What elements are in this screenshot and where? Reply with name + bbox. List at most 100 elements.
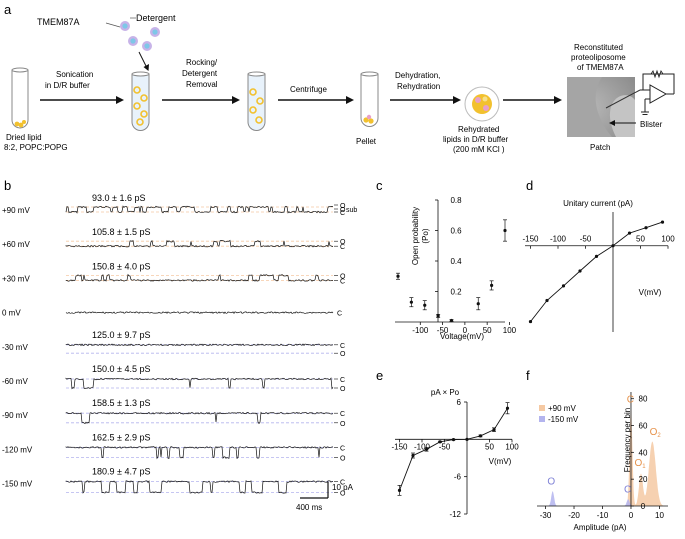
trace-level-label: O (340, 456, 346, 463)
d-xtick-label: 100 (661, 235, 675, 244)
trace-line (65, 343, 333, 347)
d-point (611, 244, 615, 248)
trace-line (65, 205, 334, 214)
e-point (451, 438, 456, 442)
trace-line (65, 445, 334, 460)
trace-conductance-label: 180.9 ± 4.7 pS (92, 467, 150, 477)
panel-b-label: b (4, 178, 11, 193)
e-ytick-label: -12 (449, 510, 461, 519)
e-title: pA × Po (431, 388, 460, 397)
trace-level-label: O (340, 207, 346, 214)
trace-conductance-label: 150.8 ± 4.0 pS (92, 261, 150, 271)
micelle-3-icon (128, 36, 138, 46)
recon-line2: proteoliposome (571, 53, 626, 62)
trace-conductance-label: 105.8 ± 1.5 pS (92, 227, 150, 237)
d-title: Unitary current (pA) (563, 199, 633, 208)
f-xtick-label: 10 (655, 511, 664, 520)
micelle-1-icon (120, 21, 130, 31)
c-xtick-label: 0 (463, 326, 468, 335)
e-point (505, 406, 510, 410)
trace-voltage-label: +60 mV (2, 240, 30, 249)
trace-line (65, 311, 334, 315)
amplifier-icon (640, 69, 675, 115)
trace-voltage-label: +90 mV (2, 206, 30, 215)
patch-micrograph (567, 77, 641, 137)
trace-sub-label: sub (346, 207, 357, 214)
d-xtick-label: -50 (580, 235, 592, 244)
d-xtick-label: -100 (550, 235, 567, 244)
trace-voltage-label: 0 mV (2, 309, 21, 318)
legend-swatch-orange (539, 405, 545, 411)
trace-level-label: O (340, 490, 346, 497)
trace-conductance-label: 150.0 ± 4.5 pS (92, 364, 150, 374)
d-xlabel: V(mV) (639, 288, 662, 297)
scale-time-label: 400 ms (296, 503, 322, 512)
d-point (528, 319, 533, 324)
e-point (478, 434, 483, 438)
trace-line (65, 411, 334, 425)
trace-voltage-label: -150 mV (2, 480, 33, 489)
droplet-icon (464, 86, 500, 122)
c-point (476, 302, 480, 306)
step-centrifuge: Centrifuge (290, 85, 327, 94)
trace-voltage-label: -120 mV (2, 445, 33, 454)
recon-line3: of TMEM87A (577, 63, 624, 72)
e-xtick-label: -50 (439, 442, 451, 451)
c-point (396, 274, 400, 278)
arrow-right-icon (232, 96, 240, 104)
micelle-2-icon (150, 27, 160, 37)
trace-level-label: C (340, 411, 345, 418)
step-dehydration-line2: Rehydration (397, 82, 440, 91)
tube-proteoliposome-icon (247, 71, 266, 131)
e-point (438, 440, 442, 444)
step-rocking-line3: Removal (186, 80, 218, 89)
e-xtick-label: 100 (505, 442, 519, 451)
d-point (627, 231, 632, 235)
f-peak-label: O1 (635, 458, 647, 470)
d-point (660, 220, 665, 224)
f-xlabel: Amplitude (pA) (574, 523, 627, 532)
trace-level-label: O (340, 273, 346, 280)
f-ytick-label: 20 (639, 475, 648, 484)
panel-d-label: d (526, 178, 533, 193)
c-ylabel-line2: (Po) (421, 228, 430, 243)
trace-conductance-label: 162.5 ± 2.9 pS (92, 432, 150, 442)
c-ytick-label: 0.8 (450, 196, 462, 205)
f-xtick-label: -30 (540, 511, 552, 520)
panel-f-label: f (526, 368, 530, 383)
trace-line (65, 239, 334, 248)
panel-a-label: a (4, 2, 12, 17)
e-xlabel: V(mV) (489, 457, 512, 466)
micelle-4-icon (142, 41, 152, 51)
f-xtick-label: -10 (597, 511, 609, 520)
rehydrated-line2: lipids in D/R buffer (443, 135, 509, 144)
trace-level-label: O (340, 386, 346, 393)
d-xtick-label: 50 (636, 235, 645, 244)
d-point (644, 226, 648, 230)
c-xtick-label: -50 (437, 326, 449, 335)
scale-current-label: 10 pA (332, 483, 354, 492)
protein-cartoon: TMEM87A Detergent (37, 13, 176, 71)
e-point (424, 447, 429, 451)
c-point (423, 303, 427, 307)
legend-label-1: +90 mV (548, 404, 576, 413)
panel-c-label: c (376, 178, 383, 193)
trace-voltage-label: -30 mV (2, 343, 28, 352)
c-xtick-label: 50 (483, 326, 492, 335)
e-ytick-label: 6 (457, 398, 462, 407)
detergent-label: Detergent (136, 13, 176, 23)
d-point (561, 284, 566, 288)
panel-e-label: e (376, 368, 383, 383)
step-sonication-line2: in D/R buffer (45, 81, 90, 90)
arrow-right-icon (116, 96, 124, 104)
c-point (490, 283, 494, 287)
trace-level-label: O (340, 203, 346, 210)
scale-bar: 10 pA 400 ms (296, 482, 354, 512)
f-ylabel: Frequency per bin (623, 408, 632, 472)
trace-level-label: C (340, 244, 345, 251)
